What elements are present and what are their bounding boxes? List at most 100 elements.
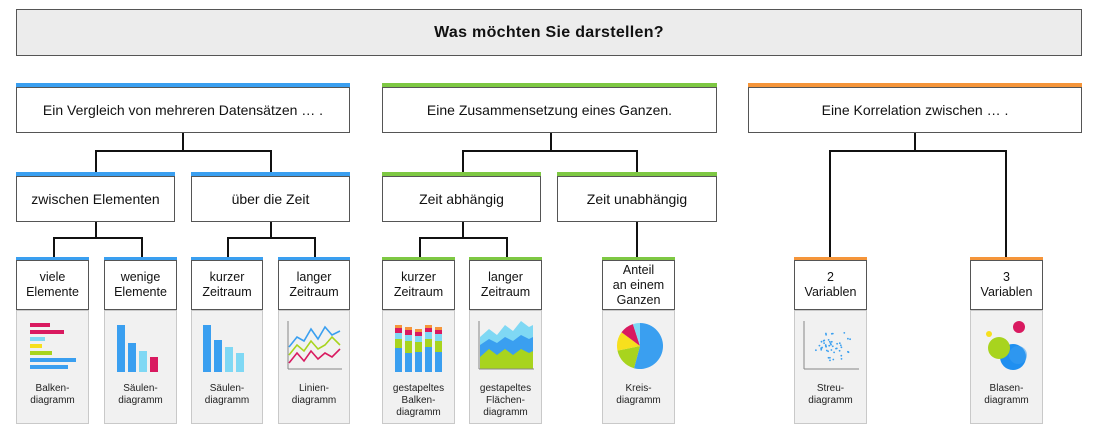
bubble	[986, 331, 992, 337]
scatter-point	[827, 356, 830, 359]
chart-label: Blasen- diagramm	[984, 383, 1029, 406]
leaf-few-elements: wenige Elemente	[104, 260, 177, 310]
scatter-point	[840, 346, 843, 349]
chart-card-stacked-bar: gestapeltes Balken- diagramm	[382, 310, 455, 424]
bubble-chart-icon	[986, 321, 1027, 370]
scatter-point	[847, 337, 849, 340]
pie-chart-icon	[617, 322, 664, 369]
scatter-point	[830, 340, 833, 343]
leaf-accent-bar	[16, 257, 89, 260]
chart-card-line: Linien- diagramm	[278, 310, 350, 424]
bubble	[1009, 346, 1027, 364]
category-comparison: Ein Vergleich von mehreren Datensätzen ……	[16, 87, 350, 133]
connector-line	[227, 237, 229, 257]
chart-card-column: Säulen- diagramm	[191, 310, 263, 424]
leaf-two-variables: 2 Variablen	[794, 260, 867, 310]
pie-slice	[617, 346, 640, 369]
stacked-column	[415, 329, 422, 372]
leaf-label: viele Elemente	[26, 270, 79, 299]
chart-card-bar: Balken- diagramm	[16, 310, 89, 424]
connector-line	[270, 150, 272, 172]
column	[117, 325, 125, 372]
scatter-point	[828, 340, 831, 343]
connector-line	[95, 222, 97, 238]
chart-label: Säulen- diagramm	[204, 383, 250, 406]
scatter-point	[828, 344, 831, 347]
leaf-label: wenige Elemente	[114, 270, 167, 299]
stacked-bar-chart-icon	[395, 325, 442, 372]
subcategory-label: Zeit unabhängig	[586, 191, 688, 207]
column	[150, 357, 158, 372]
connector-line	[53, 237, 143, 239]
scatter-point	[838, 342, 841, 345]
page-title-text: Was möchten Sie darstellen?	[434, 23, 664, 41]
scatter-point	[829, 342, 832, 345]
column	[139, 351, 147, 372]
scatter-point	[821, 346, 823, 349]
chart-card-pie: Kreis- diagramm	[602, 310, 675, 424]
line-series	[288, 325, 341, 348]
line-chart-icon	[287, 321, 342, 370]
category-label: Ein Vergleich von mehreren Datensätzen ……	[42, 102, 324, 118]
leaf-label: kurzer Zeitraum	[393, 270, 444, 299]
leaf-accent-bar	[794, 257, 867, 260]
bubble	[1013, 321, 1025, 333]
connector-line	[270, 222, 272, 238]
line-series	[288, 335, 341, 356]
scatter-point	[830, 343, 832, 346]
column	[203, 325, 211, 372]
scatter-point	[829, 359, 831, 362]
chart-label: Balken- diagramm	[30, 383, 75, 406]
column	[128, 343, 136, 372]
page-title: Was möchten Sie darstellen?	[16, 9, 1082, 56]
scatter-point	[840, 358, 843, 360]
subcategory-accent-bar	[557, 172, 717, 176]
subcategory-over-time: über die Zeit	[191, 176, 350, 222]
pie-slice	[617, 332, 640, 351]
bar	[30, 344, 42, 348]
connector-line	[53, 237, 55, 257]
category-composition: Eine Zusammensetzung eines Ganzen.	[382, 87, 717, 133]
scatter-point	[818, 344, 821, 347]
scatter-point	[835, 347, 837, 350]
connector-line	[1005, 150, 1007, 257]
connector-line	[419, 237, 508, 239]
scatter-point	[820, 340, 823, 343]
scatter-point	[829, 356, 831, 359]
stacked-column	[395, 325, 402, 372]
bar-chart-icon	[30, 323, 76, 369]
connector-line	[636, 150, 638, 172]
scatter-point	[823, 339, 826, 342]
subcategory-label: über die Zeit	[231, 191, 310, 207]
connector-line	[506, 237, 508, 257]
scatter-point	[847, 351, 850, 354]
scatter-point	[830, 349, 833, 351]
scatter-point	[838, 349, 841, 352]
column	[225, 347, 233, 372]
subcategory-accent-bar	[191, 172, 350, 176]
leaf-accent-bar	[278, 257, 350, 260]
subcategory-time-dependent: Zeit abhängig	[382, 176, 541, 222]
column	[214, 340, 222, 372]
scatter-point	[831, 345, 834, 348]
connector-line	[314, 237, 316, 257]
chart-label: gestapeltes Balken- diagramm	[392, 383, 445, 418]
bar	[30, 351, 52, 355]
leaf-accent-bar	[382, 257, 455, 260]
column	[236, 353, 244, 372]
bar	[30, 337, 45, 341]
connector-line	[462, 222, 464, 238]
pie-slice	[621, 324, 640, 346]
leaf-label: langer Zeitraum	[480, 270, 531, 299]
scatter-point	[833, 351, 835, 354]
category-accent-bar	[16, 83, 350, 87]
chart-label: Streu- diagramm	[808, 383, 853, 406]
scatter-point	[839, 344, 842, 347]
leaf-share-of-whole: Anteil an einem Ganzen	[602, 260, 675, 310]
leaf-short-period: kurzer Zeitraum	[382, 260, 455, 310]
subcategory-label: Zeit abhängig	[419, 191, 504, 207]
leaf-label: langer Zeitraum	[289, 270, 339, 299]
leaf-label: 2 Variablen	[804, 270, 857, 299]
scatter-point	[825, 349, 828, 352]
scatter-point	[849, 338, 851, 341]
